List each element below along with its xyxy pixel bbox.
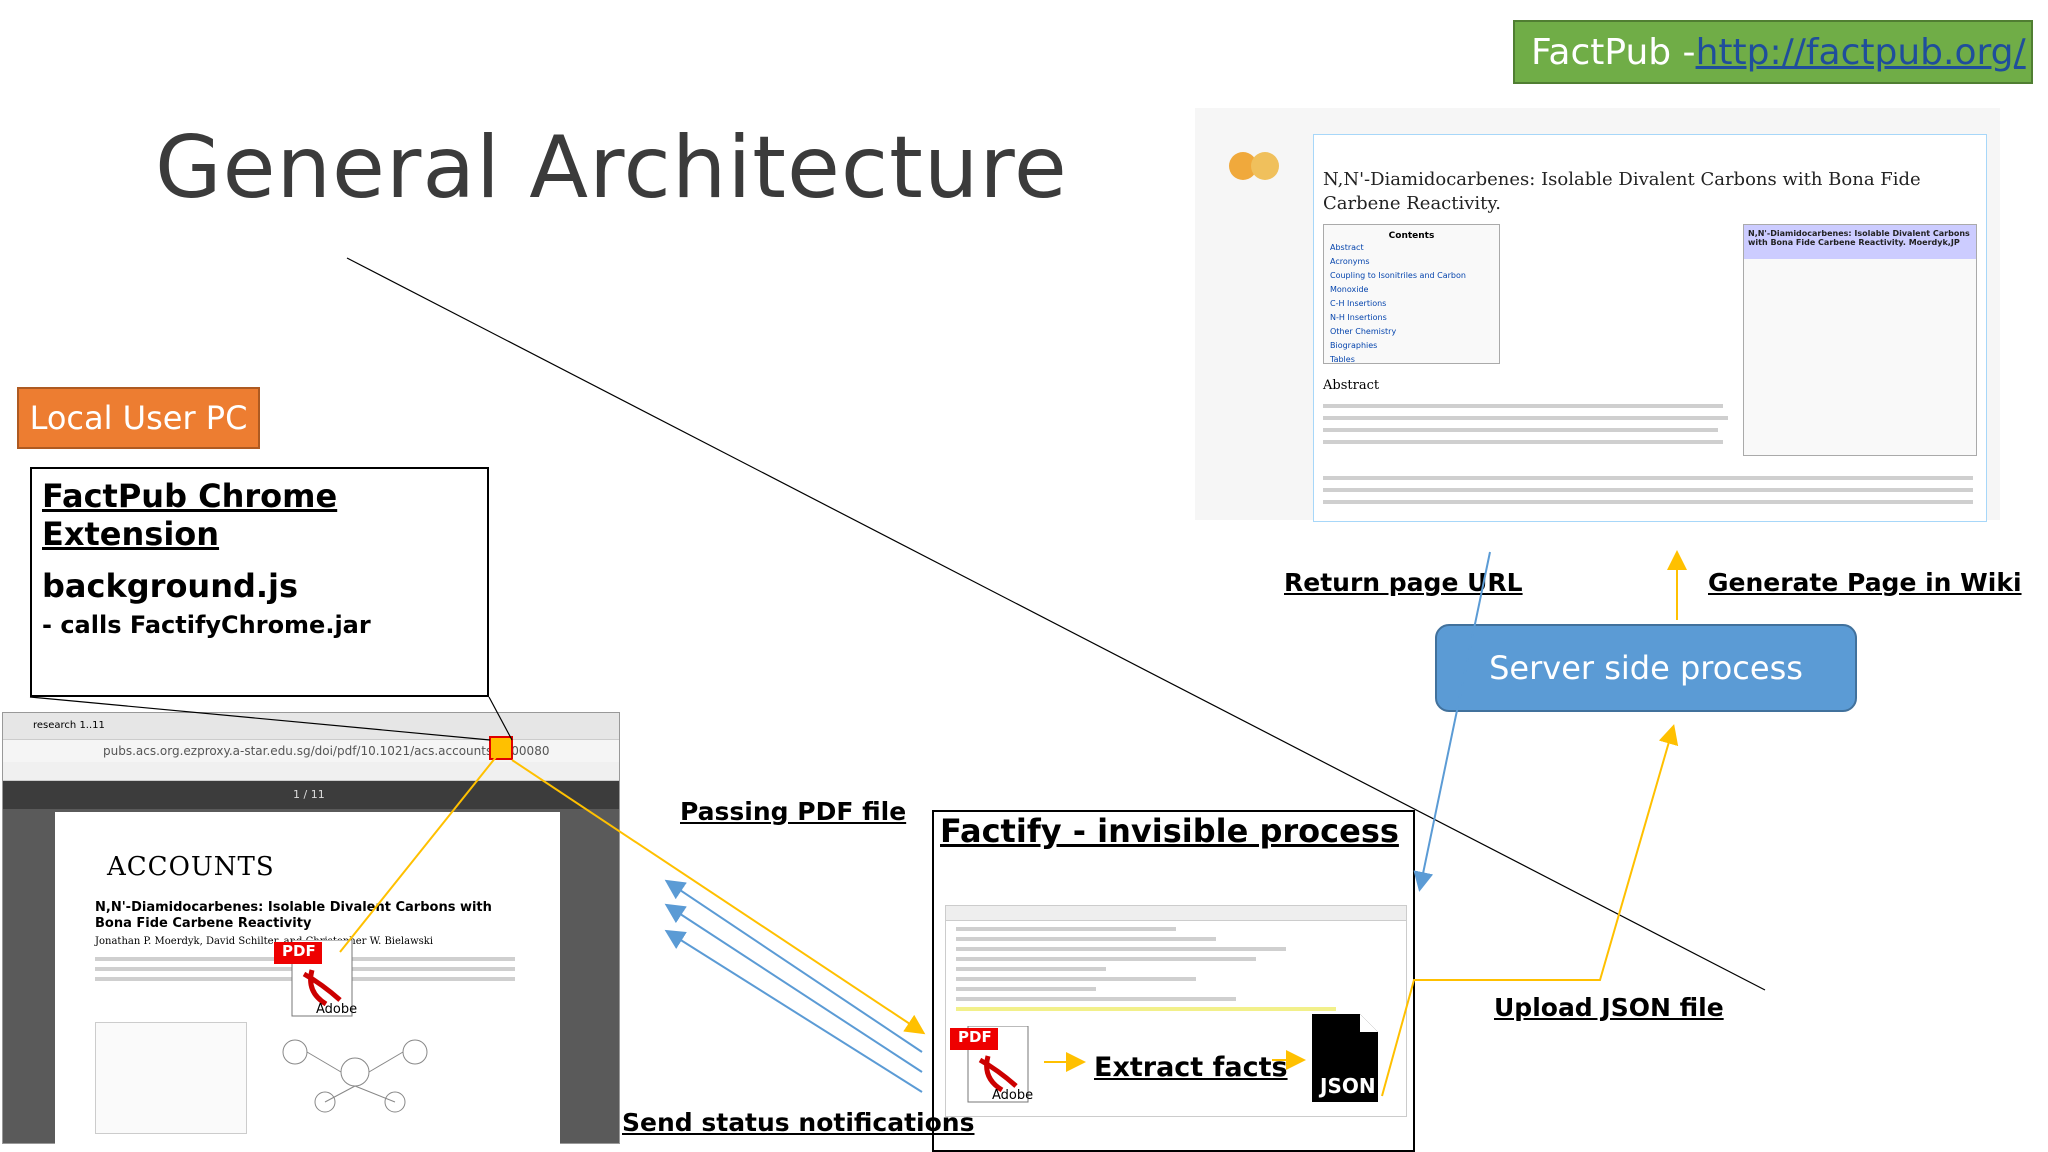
upload-json-arrow: [1381, 724, 1679, 1097]
toc-item[interactable]: Biographies: [1330, 341, 1378, 350]
text-line: [1323, 416, 1728, 420]
console-titlebar: [946, 906, 1406, 921]
abstract-box: [95, 1022, 247, 1134]
browser-address-bar[interactable]: pubs.acs.org.ezproxy.a-star.edu.sg/doi/p…: [3, 739, 619, 762]
toc-item[interactable]: C-H Insertions: [1330, 299, 1387, 308]
toc-item[interactable]: Other Chemistry: [1330, 327, 1397, 336]
text-line: [956, 997, 1236, 1001]
local-user-pc-label: Local User PC: [17, 387, 260, 449]
text-line: [956, 977, 1196, 981]
wiki-infobox: N,N'-Diamidocarbenes: Isolable Divalent …: [1743, 224, 1977, 456]
chrome-extension-box: FactPub Chrome Extension background.js -…: [30, 467, 489, 697]
server-side-process: Server side process: [1435, 624, 1857, 712]
send-status-label: Send status notifications: [622, 1108, 975, 1137]
infobox-title: N,N'-Diamidocarbenes: Isolable Divalent …: [1744, 225, 1976, 259]
generate-page-label: Generate Page in Wiki: [1708, 568, 2022, 597]
factpub-banner: FactPub - http://factpub.org/: [1513, 20, 2033, 84]
status-arrow: [664, 903, 923, 1073]
toc-item[interactable]: Abstract: [1330, 243, 1364, 252]
pdf-authors: Jonathan P. Moerdyk, David Schilter, and…: [95, 936, 434, 947]
journal-logo: ACCOUNTS: [107, 852, 275, 882]
text-line: [956, 927, 1176, 931]
factify-pdf-icon: PDF Adobe: [948, 1025, 1038, 1106]
pdf-article-title: N,N'-Diamidocarbenes: Isolable Divalent …: [95, 900, 492, 931]
browser-tab-bar: research 1..11: [3, 713, 619, 739]
highlighted-line: [956, 1007, 1336, 1011]
banner-prefix: FactPub -: [1531, 31, 1696, 73]
text-line: [1323, 428, 1718, 432]
wiki-toc: Contents Abstract Acronyms Coupling to I…: [1323, 224, 1500, 364]
extension-calls: - calls FactifyChrome.jar: [42, 611, 371, 639]
extension-heading: FactPub Chrome Extension: [42, 477, 338, 553]
text-line: [956, 967, 1106, 971]
adobe-label: Adobe: [316, 1002, 358, 1017]
status-arrow: [664, 879, 923, 1053]
callout-line: [488, 696, 513, 741]
upload-json-label: Upload JSON file: [1494, 993, 1724, 1022]
passing-pdf-arrow: [511, 759, 926, 1035]
pdf-badge-label: PDF: [282, 942, 316, 960]
factpub-link[interactable]: http://factpub.org/: [1695, 31, 2026, 73]
callout-line: [29, 696, 491, 741]
wiki-abstract-heading: Abstract: [1323, 378, 1380, 393]
callout-line: [346, 257, 1766, 991]
factify-title: Factify - invisible process: [940, 812, 1399, 850]
extension-button-icon[interactable]: [489, 736, 513, 760]
status-arrow: [664, 929, 923, 1093]
adobe-label: Adobe: [992, 1088, 1034, 1103]
text-line: [1323, 404, 1723, 408]
molecule-figure-icon: [255, 1022, 455, 1122]
wiki-article-title: N,N'-Diamidocarbenes: Isolable Divalent …: [1323, 169, 1921, 214]
extension-file: background.js: [42, 567, 299, 605]
pdf-toolbar: 1 / 11: [3, 781, 619, 809]
arrow-to-pdf: [339, 751, 501, 953]
toc-item[interactable]: Acronyms: [1330, 257, 1370, 266]
pdf-badge-label: PDF: [958, 1028, 992, 1046]
bookmarks-bar: [3, 762, 619, 781]
toc-item[interactable]: Tables: [1330, 355, 1355, 364]
browser-tab[interactable]: research 1..11: [33, 720, 105, 731]
json-file-icon: JSON: [1310, 1012, 1380, 1104]
text-line: [956, 937, 1216, 941]
json-label: JSON: [1320, 1074, 1376, 1098]
pdf-page-indicator: 1 / 11: [293, 788, 325, 801]
toc-heading: Contents: [1388, 231, 1435, 241]
pdf-file-icon: PDF Adobe: [272, 939, 362, 1020]
toc-item[interactable]: N-H Insertions: [1330, 313, 1387, 322]
slide-title: General Architecture: [155, 118, 1068, 218]
text-line: [956, 957, 1256, 961]
wiki-screenshot: N,N'-Diamidocarbenes: Isolable Divalent …: [1195, 108, 2000, 522]
text-line: [1323, 488, 1973, 492]
return-url-arrow: [1413, 551, 1491, 892]
text-line: [956, 987, 1096, 991]
text-line: [1323, 476, 1973, 480]
factpub-logo-icon: [1225, 138, 1285, 188]
passing-pdf-label: Passing PDF file: [680, 797, 907, 826]
text-line: [1323, 440, 1723, 444]
text-line: [956, 947, 1286, 951]
text-line: [1323, 500, 1973, 504]
toc-item[interactable]: Coupling to Isonitriles and Carbon Monox…: [1330, 271, 1466, 294]
extract-facts-label: Extract facts: [1094, 1052, 1288, 1083]
